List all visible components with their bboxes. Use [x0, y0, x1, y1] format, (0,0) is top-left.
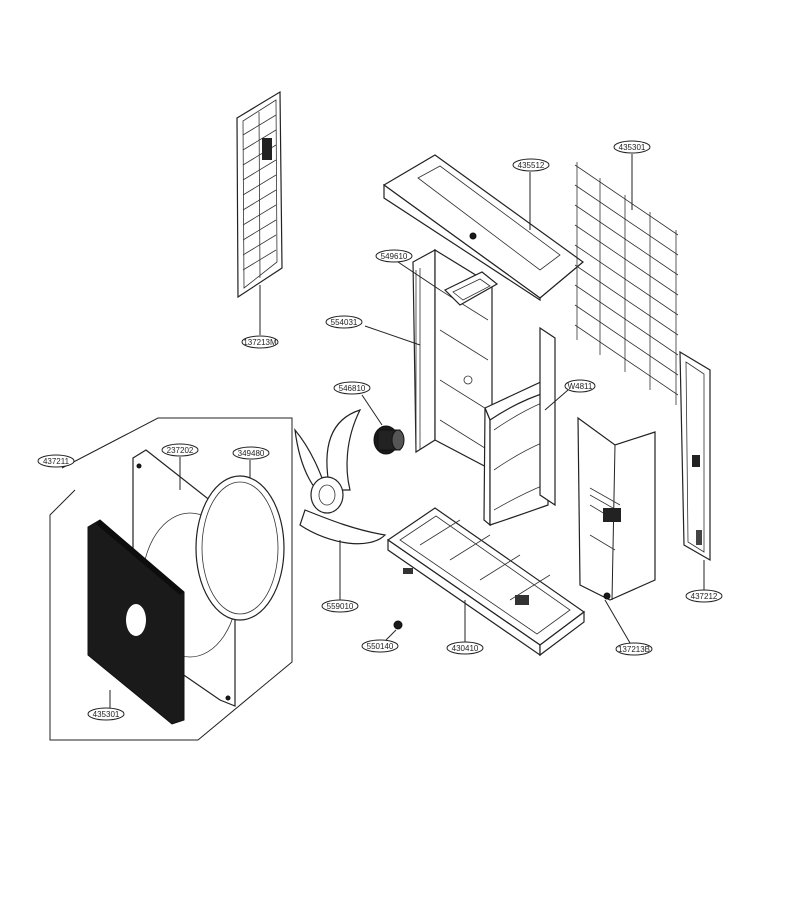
label-control-panel: 137213B [615, 642, 653, 656]
svg-text:430410: 430410 [452, 644, 479, 653]
label-front-assembly: 437211 [37, 454, 75, 468]
front-assembly-outline [49, 417, 293, 741]
motor-bracket [483, 326, 569, 527]
svg-text:437212: 437212 [691, 592, 718, 601]
fan-guard-ring [195, 460, 285, 621]
side-grille [236, 90, 283, 335]
label-fan: 559010 [321, 599, 359, 613]
label-motor-bracket: W4811 [564, 379, 596, 393]
svg-text:435301: 435301 [619, 143, 646, 152]
top-cover [382, 154, 584, 302]
label-nut: 550140 [361, 639, 399, 653]
label-partition: 554031 [325, 315, 363, 329]
svg-text:137213M: 137213M [243, 338, 277, 347]
fan-blade [294, 408, 387, 600]
label-top-cover: 435512 [512, 158, 550, 172]
label-rear-grille: 435301 [613, 140, 651, 154]
fan-motor [361, 394, 405, 455]
svg-text:435301: 435301 [93, 710, 120, 719]
label-fan-guard-ring: 349480 [232, 446, 270, 460]
svg-text:137213B: 137213B [618, 645, 650, 654]
svg-text:546810: 546810 [339, 384, 366, 393]
svg-text:437211: 437211 [43, 457, 70, 466]
rear-grille [574, 154, 679, 405]
front-grille [87, 519, 185, 725]
svg-text:349480: 349480 [238, 449, 265, 458]
svg-text:559010: 559010 [327, 602, 354, 611]
label-front-grille: 435301 [87, 707, 125, 721]
label-side-grille: 137213M [241, 335, 279, 349]
label-base: 430410 [446, 641, 484, 655]
label-support: 549610 [375, 249, 413, 263]
svg-text:435512: 435512 [518, 161, 545, 170]
base-pan [386, 507, 586, 657]
label-motor: 546810 [333, 381, 371, 395]
control-panel [577, 416, 656, 644]
nut [385, 620, 403, 641]
side-panel [679, 350, 711, 590]
svg-text:554031: 554031 [331, 318, 358, 327]
svg-text:549610: 549610 [381, 252, 408, 261]
label-side-panel: 437212 [685, 589, 723, 603]
svg-text:237202: 237202 [167, 446, 194, 455]
partition-frame [364, 248, 499, 471]
label-orifice: 237202 [161, 443, 199, 457]
svg-text:550140: 550140 [367, 642, 394, 651]
svg-text:W4811: W4811 [568, 382, 593, 391]
